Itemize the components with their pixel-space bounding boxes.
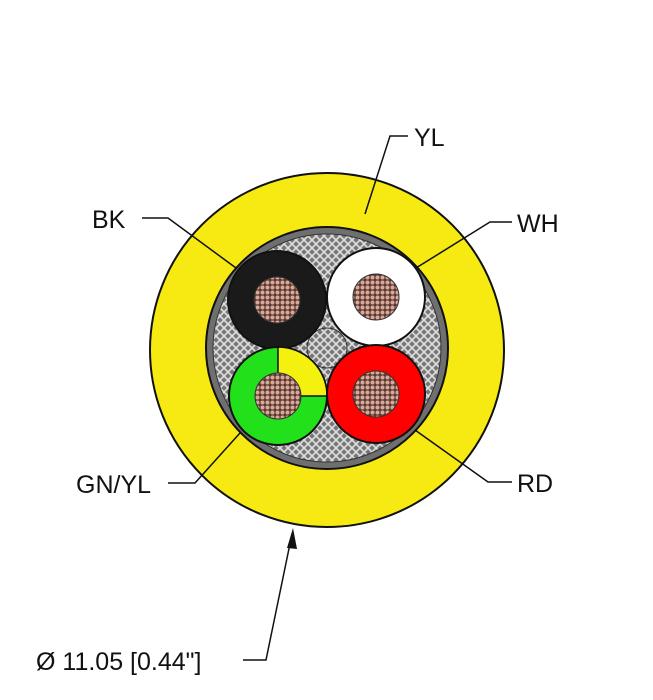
copper-strands xyxy=(352,273,400,321)
conductor-white xyxy=(326,247,426,347)
copper-strands xyxy=(253,276,301,324)
conductor-red xyxy=(326,344,426,444)
conductor-black xyxy=(227,250,327,350)
dimension-arrow-icon xyxy=(287,528,297,549)
label-gnyl: GN/YL xyxy=(76,471,151,499)
copper-strands xyxy=(254,372,302,420)
conductor-green-yellow xyxy=(228,346,328,446)
copper-strands xyxy=(352,370,400,418)
label-bk: BK xyxy=(92,206,126,234)
label-rd: RD xyxy=(517,470,553,498)
dimension-label: Ø 11.05 [0.44"] xyxy=(36,648,201,676)
label-jacket: YL xyxy=(414,124,445,152)
label-wh: WH xyxy=(517,210,559,238)
leader-lines xyxy=(142,135,512,661)
center-filler xyxy=(306,327,348,369)
